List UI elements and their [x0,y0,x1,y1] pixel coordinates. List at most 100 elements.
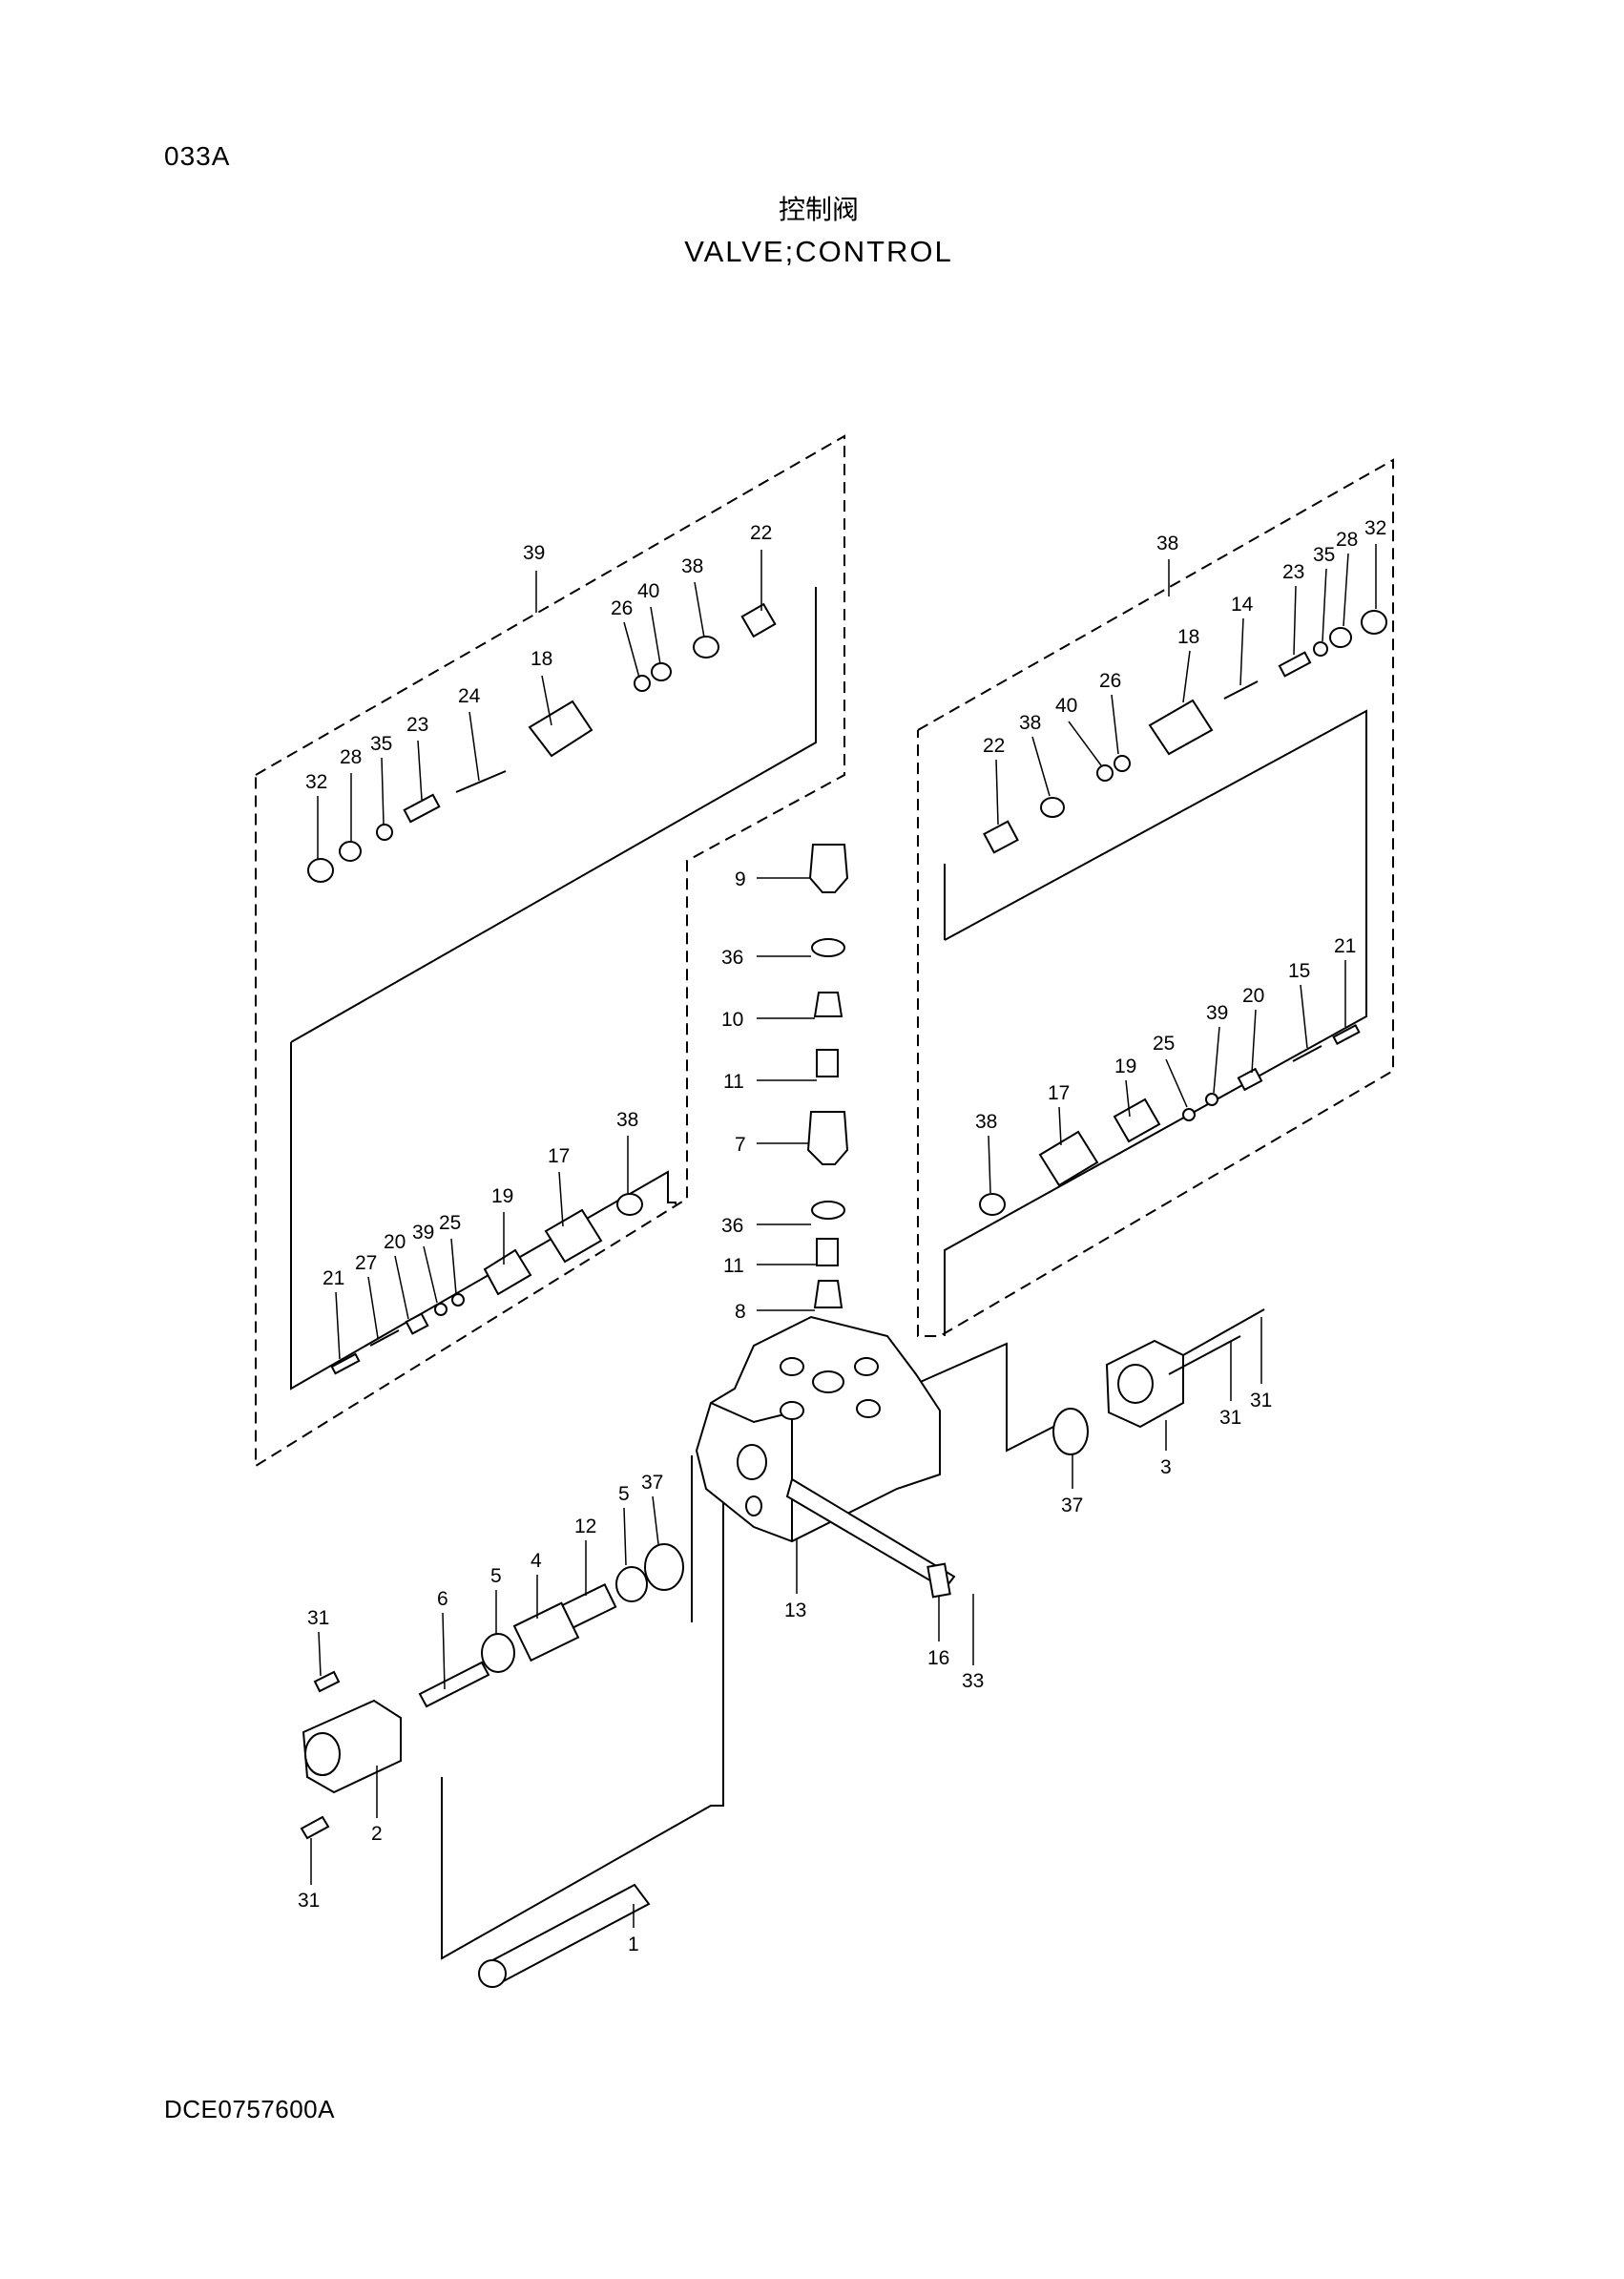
right-part-22-spring [983,820,1019,854]
callout-label: 36 [721,947,743,969]
left-part-17-plug [544,1208,603,1264]
callout-label: 17 [548,1145,570,1167]
lower-left-leader [441,1500,724,1960]
left-part-26-oring [634,675,651,692]
right-part-19-piston [1113,1098,1161,1143]
callout-label: 28 [340,746,362,768]
left-part-35-oring [376,824,393,841]
leader-17-right [1058,1106,1062,1146]
leader-17-left [558,1171,564,1227]
callout-labels: 39 22 38 40 26 18 24 23 35 28 32 38 17 1… [298,517,1386,1955]
right-part-21-spring [1332,1024,1361,1045]
leader-22-right [995,759,999,826]
callout-label: 39 [1206,1002,1228,1024]
left-part-22-spring [740,602,777,638]
right-part-35-oring [1313,641,1328,657]
leader-6 [442,1612,446,1690]
title-chinese: 控制阀 [778,194,859,225]
part-36-oring-upper [811,938,845,957]
lower-part-6-shaft [418,1661,490,1708]
callout-label: 19 [1114,1056,1136,1077]
leader-19-right [1125,1079,1131,1118]
callout-label: 11 [723,1255,744,1277]
leader-37-left [652,1495,659,1545]
left-group-frame [255,434,845,1468]
leader-25-left [450,1238,457,1295]
callout-label: 38 [616,1109,638,1131]
part-10-poppet [813,992,843,1017]
callout-label: 37 [1061,1495,1083,1516]
callout-label: 40 [637,580,659,602]
shaft-tag [927,1562,951,1599]
callout-label: 26 [1099,670,1121,692]
callout-label: 19 [491,1185,513,1207]
callout-label: 8 [735,1301,746,1323]
callout-label: 31 [307,1607,329,1629]
leader-28-right [1343,553,1349,627]
right-part-15-pin [1292,1045,1322,1062]
leader-18-left [541,675,552,726]
leader-20-left [394,1255,409,1320]
callout-label: 1 [628,1934,639,1955]
right-part-31-bolt-lower [1168,1335,1241,1375]
right-part-3-cover-face [1117,1364,1154,1404]
callout-label: 39 [523,542,545,564]
part-11-spring-upper [816,1049,839,1077]
group-frames [255,434,1394,1468]
leader-15-right [1300,984,1308,1049]
part-7-plug [806,1111,849,1165]
leader-38-right-lower [988,1135,991,1194]
callout-label: 6 [437,1588,448,1610]
right-part-38-oring [1040,797,1065,818]
callout-label: 11 [723,1071,744,1093]
callout-label: 38 [975,1111,997,1133]
right-part-23-spring [1278,651,1312,678]
leader-39-left-lower [423,1245,438,1304]
callout-label: 38 [1019,712,1041,734]
leader-frames [290,587,1367,1960]
lower-part-31-bolt-lower [300,1815,330,1840]
callout-label: 9 [735,868,746,890]
leader-18-right [1182,650,1191,703]
left-part-21-spring [330,1352,361,1375]
valve-body-front-face [710,1402,793,1541]
right-part-28-cap [1329,627,1352,648]
callout-label: 27 [355,1252,377,1274]
left-part-40-oring [651,662,672,681]
callout-label: 28 [1336,529,1358,551]
leader-20-right [1251,1009,1257,1074]
left-part-25-oring [451,1293,465,1307]
right-part-32-nut [1361,610,1387,635]
lower-part-5-washer-2 [481,1633,515,1673]
callout-label: 38 [681,555,703,577]
leader-14-right [1239,617,1244,686]
body-port-se [856,1399,881,1418]
callout-label: 39 [412,1222,434,1244]
part-36-oring-lower [811,1201,845,1220]
leader-35-left [381,757,385,826]
left-part-38-oring [693,636,719,659]
callout-label: 22 [750,522,772,544]
right-part-26-oring [1114,755,1131,772]
right-port-leader [915,1342,1060,1453]
callout-label: 31 [1219,1407,1241,1429]
callout-label: 14 [1231,594,1254,616]
callout-label: 4 [531,1550,542,1572]
left-part-18-plug [528,700,593,758]
title-english: VALVE;CONTROL [684,235,953,268]
body-port-nw [780,1357,804,1376]
right-part-37-oring [1052,1408,1089,1455]
leader-25-right [1165,1058,1188,1108]
right-part-17-plug [1038,1130,1099,1187]
callout-label: 20 [384,1231,406,1253]
callout-label: 38 [1156,533,1178,554]
leader-40-left [650,606,661,665]
leader-26-left [623,621,640,679]
leader-21-left [335,1291,341,1360]
lower-part-5-washer [615,1566,648,1602]
leader-31-lower-left-top [318,1631,322,1677]
right-part-18-plug [1148,699,1214,756]
left-inner-leader [290,587,817,1043]
left-part-27-pin [369,1329,400,1347]
body-port-center [812,1370,844,1393]
